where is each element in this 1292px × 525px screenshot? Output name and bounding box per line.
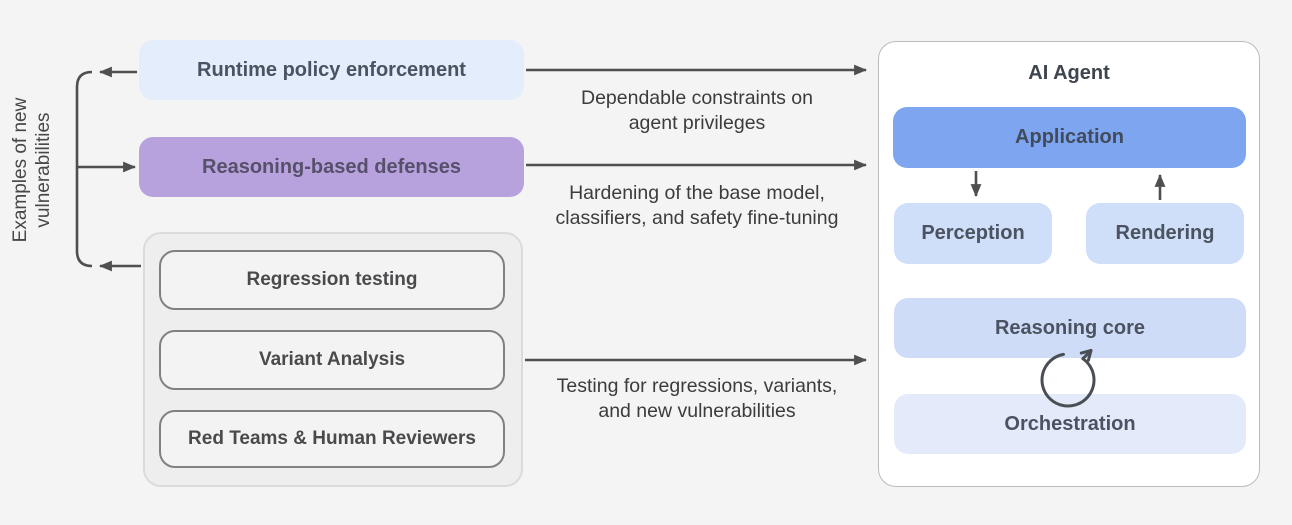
application-box: Application — [893, 107, 1246, 168]
reasoning-based-defenses-box: Reasoning-based defenses — [139, 137, 524, 197]
testing-group-box: Regression testing Variant Analysis Red … — [143, 232, 523, 487]
variant-analysis-box: Variant Analysis — [159, 330, 505, 390]
red-teams-human-reviewers-box: Red Teams & Human Reviewers — [159, 410, 505, 468]
runtime-policy-enforcement-box: Runtime policy enforcement — [139, 40, 524, 100]
constraints-flow-label: Dependable constraints on agent privileg… — [581, 87, 813, 134]
ai-agent-title: AI Agent — [1028, 62, 1110, 84]
vulnerabilities-bracket — [75, 70, 93, 268]
reasoning-core-box: Reasoning core — [894, 298, 1246, 358]
testing-flow-label: Testing for regressions, variants, and n… — [556, 375, 838, 422]
perception-box: Perception — [894, 203, 1052, 264]
examples-of-new-vulnerabilities-label: Examples of new vulnerabilities — [10, 97, 54, 243]
ai-agent-panel: AI Agent Application Perception Renderin… — [878, 41, 1260, 487]
rendering-box: Rendering — [1086, 203, 1244, 264]
hardening-flow-label: Hardening of the base model, classifiers… — [555, 182, 839, 229]
orchestration-box: Orchestration — [894, 394, 1246, 454]
regression-testing-box: Regression testing — [159, 250, 505, 310]
